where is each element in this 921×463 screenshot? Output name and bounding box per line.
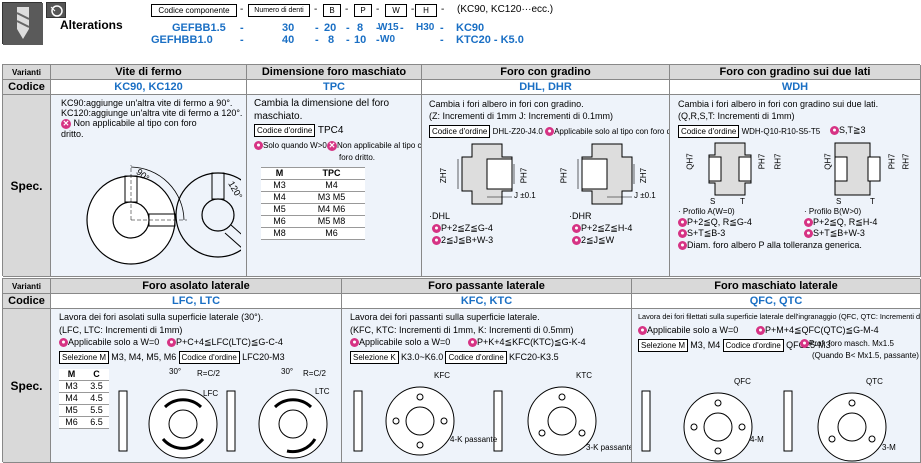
alteration-icon — [46, 2, 66, 18]
col-header-tpc: Dimensione foro maschiato — [247, 65, 422, 80]
spec-lfc: Lavora dei fori asolati sulla superficie… — [51, 309, 342, 463]
spec-dh: Cambia i fori albero in fori con gradino… — [422, 95, 670, 277]
code-kc: KC90, KC120 — [51, 80, 247, 95]
example-line-1: GEFBB1.5 - 30 - 20 - 8 - W15 - H30 - KC9… — [172, 22, 485, 34]
code-box-teeth: Numero di denti — [248, 4, 310, 17]
varianti-label: Varianti — [3, 65, 51, 80]
code-box-b: B — [323, 4, 341, 17]
code-dh: DHL, DHR — [422, 80, 670, 95]
not-applicable-icon: ✕ — [327, 141, 337, 151]
code-tpc: TPC — [247, 80, 422, 95]
col-header-dh: Foro con gradino — [422, 65, 670, 80]
kfc-drawing — [353, 386, 597, 456]
drill-icon — [3, 3, 43, 45]
lfc-drawing — [118, 389, 328, 459]
spec-kfc: Lavora dei fori passanti sulla superfici… — [342, 309, 632, 463]
code-note: (KC90, KC120···ecc.) — [457, 4, 554, 15]
code-box-p: P — [354, 4, 372, 17]
col-header-wdh: Foro con gradino sui due lati — [670, 65, 921, 80]
code-box-h: H — [415, 4, 437, 17]
col-header-kfc: Foro passante laterale — [342, 279, 632, 294]
table-2: Varianti Foro asolato laterale Foro pass… — [2, 278, 921, 463]
dh-drawing — [457, 143, 635, 205]
wdh-drawing — [708, 142, 881, 196]
spec-label: Spec. — [3, 95, 51, 277]
alterations-title: Alterations — [60, 18, 123, 32]
col-header-lfc: Foro asolato laterale — [51, 279, 342, 294]
kc-drawing — [86, 165, 241, 265]
spec-qfc: Lavora dei fori filettati sulla superfic… — [632, 309, 921, 463]
alterations-logo — [2, 2, 43, 45]
spec-tpc: Cambia la dimensione del foro maschiato.… — [247, 95, 422, 277]
qfc-drawing — [641, 390, 887, 462]
not-applicable-icon: ✕ — [61, 118, 71, 129]
col-header-qfc: Foro maschiato laterale — [632, 279, 921, 294]
code-box-component: Codice componente — [151, 4, 237, 17]
code-wdh: WDH — [670, 80, 921, 95]
order-label: Codice d'ordine — [254, 124, 316, 137]
spec-wdh: Cambia i fori albero in fori con gradino… — [670, 95, 921, 277]
pin-icon: ● — [545, 127, 555, 137]
col-header-vite: Vite di fermo — [51, 65, 247, 80]
spec-kc: KC90:aggiunge un'altra vite di fermo a 9… — [51, 95, 247, 277]
example-line-2: GEFHBB1.0 - 40 - 8 - 10 - W0 - KTC20 - K… — [151, 34, 524, 46]
pin-icon: ● — [254, 141, 263, 151]
code-box-w: W — [385, 4, 407, 17]
codice-label: Codice — [3, 80, 51, 95]
table-1: Varianti Vite di fermo Dimensione foro m… — [2, 64, 921, 277]
